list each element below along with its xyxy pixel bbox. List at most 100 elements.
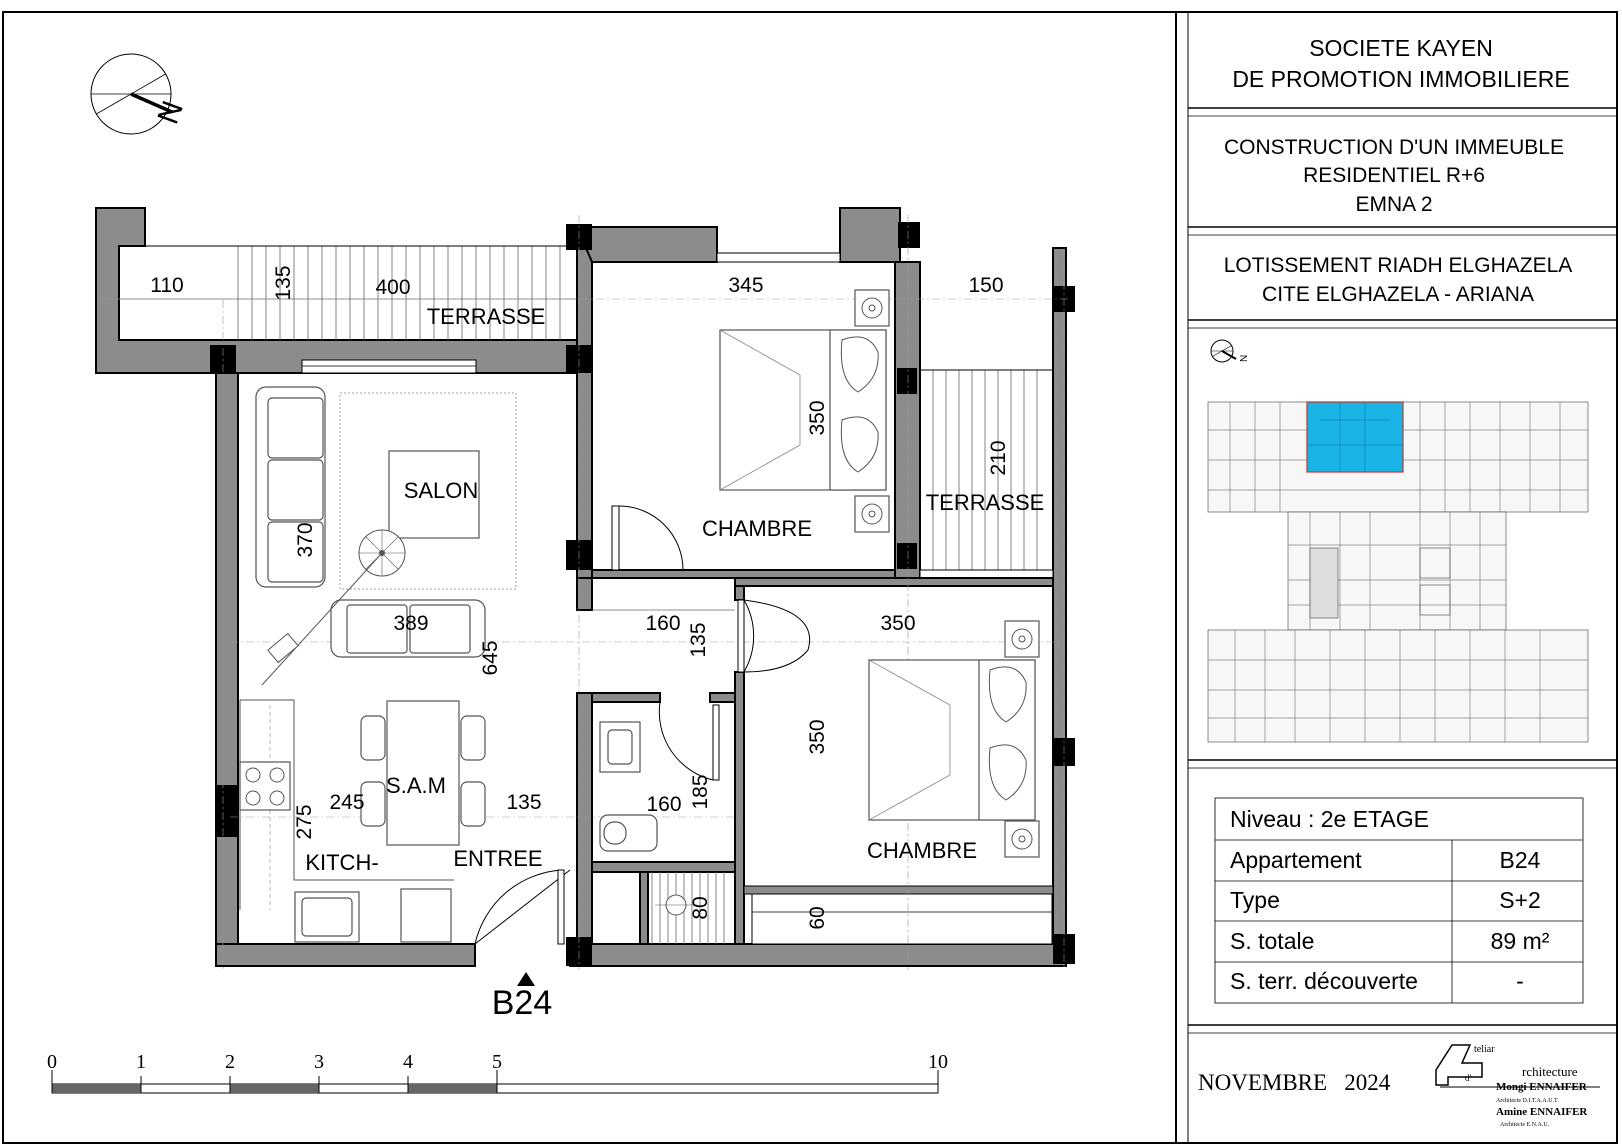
project-line-3: EMNA 2 bbox=[1355, 193, 1432, 216]
architect-name-2: Amine ENNAIFER bbox=[1496, 1106, 1588, 1118]
wall bbox=[734, 577, 1054, 587]
info-row-label: Appartement bbox=[1230, 847, 1362, 873]
floor-lamp-icon bbox=[261, 529, 406, 686]
wall bbox=[569, 943, 1067, 967]
project-line-1: CONSTRUCTION D'UN IMMEUBLE bbox=[1224, 136, 1564, 159]
architect-title-1: Architecte D.I.T.A.A.U.T. bbox=[1496, 1098, 1559, 1104]
bed-chambre-2 bbox=[868, 620, 1040, 858]
project-line-2: RESIDENTIEL R+6 bbox=[1303, 164, 1485, 187]
svg-text:185: 185 bbox=[689, 774, 712, 809]
armchair bbox=[330, 599, 486, 658]
room-label: S.A.M bbox=[386, 773, 446, 798]
room-label: ENTREE bbox=[453, 846, 542, 871]
svg-text:150: 150 bbox=[968, 274, 1003, 297]
room-label: CHAMBRE bbox=[867, 838, 977, 863]
wall bbox=[591, 861, 736, 873]
svg-text:160: 160 bbox=[646, 793, 681, 816]
door-chambre-1[interactable] bbox=[611, 505, 684, 571]
svg-text:d': d' bbox=[1465, 1073, 1472, 1083]
scale-label: 5 bbox=[492, 1051, 502, 1073]
wall bbox=[709, 692, 736, 703]
info-row-label: S. terr. découverte bbox=[1230, 968, 1418, 994]
coffee-table bbox=[388, 450, 480, 539]
svg-text:80: 80 bbox=[689, 896, 712, 919]
location-line-1: LOTISSEMENT RIADH ELGHAZELA bbox=[1224, 254, 1573, 277]
room-label: TERRASSE bbox=[427, 304, 546, 329]
key-plan-thumbnail bbox=[1207, 401, 1589, 743]
svg-text:350: 350 bbox=[880, 612, 915, 635]
svg-text:389: 389 bbox=[393, 612, 428, 635]
info-row-value: B24 bbox=[1500, 847, 1541, 873]
wall bbox=[639, 871, 649, 945]
apartment-tag: B24 bbox=[492, 984, 553, 1022]
info-row-value: S+2 bbox=[1499, 887, 1541, 913]
title-block: SOCIETE KAYEN DE PROMOTION IMMOBILIERE C… bbox=[1188, 35, 1617, 1128]
room-label: CHAMBRE bbox=[702, 516, 812, 541]
sofa bbox=[255, 386, 326, 588]
svg-text:210: 210 bbox=[987, 440, 1010, 475]
svg-text:275: 275 bbox=[293, 804, 316, 839]
north-arrow-icon: N bbox=[90, 53, 190, 135]
entrance-door[interactable] bbox=[474, 869, 571, 945]
drawing-date: NOVEMBRE 2024 bbox=[1198, 1070, 1391, 1095]
scale-label: 3 bbox=[314, 1051, 324, 1073]
location-line-2: CITE ELGHAZELA - ARIANA bbox=[1262, 283, 1534, 306]
room-label: TERRASSE bbox=[926, 490, 1045, 515]
wall bbox=[591, 692, 661, 703]
key-plan-highlight bbox=[1306, 401, 1404, 473]
dimensions: 110 135 400 345 150 350 210 370 389 645 … bbox=[150, 265, 1010, 929]
sheet-border bbox=[2, 11, 1618, 1144]
scale-label: 2 bbox=[225, 1051, 235, 1073]
svg-text:350: 350 bbox=[806, 400, 829, 435]
company-line-1: SOCIETE KAYEN bbox=[1309, 35, 1493, 61]
wall bbox=[734, 671, 745, 945]
wall bbox=[839, 207, 901, 263]
wall bbox=[215, 372, 239, 945]
room-label: SALON bbox=[404, 478, 479, 503]
room-label: KITCH- bbox=[305, 850, 378, 875]
svg-text:135: 135 bbox=[272, 265, 295, 300]
info-row-value: 89 m² bbox=[1491, 928, 1550, 954]
scale-label: 10 bbox=[928, 1051, 948, 1073]
scale-label: 1 bbox=[136, 1051, 146, 1073]
svg-text:245: 245 bbox=[329, 791, 364, 814]
info-row-value: - bbox=[1516, 968, 1524, 994]
kitchen-counter bbox=[239, 699, 454, 943]
svg-text:645: 645 bbox=[479, 640, 502, 675]
bathroom-fixtures bbox=[599, 721, 697, 916]
rug bbox=[339, 392, 517, 590]
scale-bar: 0 1 2 3 4 5 10 bbox=[47, 1051, 948, 1094]
info-row-label: Niveau : 2e ETAGE bbox=[1230, 806, 1429, 832]
svg-text:135: 135 bbox=[687, 622, 710, 657]
wall bbox=[894, 261, 921, 579]
entrance-marker-icon bbox=[517, 972, 535, 986]
svg-text:160: 160 bbox=[645, 612, 680, 635]
company-line-2: DE PROMOTION IMMOBILIERE bbox=[1232, 66, 1569, 92]
wall bbox=[95, 207, 578, 374]
apartment-info-table: Niveau : 2e ETAGE Appartement B24 Type S… bbox=[1214, 797, 1584, 1004]
wall bbox=[215, 943, 476, 967]
svg-text:350: 350 bbox=[806, 719, 829, 754]
svg-text:60: 60 bbox=[806, 906, 829, 929]
scale-label: 4 bbox=[403, 1051, 413, 1073]
svg-text:110: 110 bbox=[150, 274, 183, 297]
wall bbox=[734, 585, 745, 601]
floor-plan: TERRASSE SALON CHAMBRE TERRASSE S.A.M KI… bbox=[95, 207, 1075, 1022]
architect-title-2: Architecte E.N.A.U. bbox=[1500, 1122, 1550, 1128]
svg-text:345: 345 bbox=[728, 274, 763, 297]
door-chambre-2[interactable] bbox=[737, 599, 810, 673]
wall bbox=[591, 569, 896, 579]
svg-text:370: 370 bbox=[294, 522, 317, 557]
info-row-label: S. totale bbox=[1230, 928, 1314, 954]
wall bbox=[575, 226, 718, 263]
architect-stamp: teliar rchitecture d' Mongi ENNAIFER Arc… bbox=[1435, 1044, 1600, 1128]
svg-text:N: N bbox=[1239, 355, 1250, 362]
bed-chambre-1 bbox=[719, 289, 890, 533]
small-north-arrow-icon: N bbox=[1210, 339, 1250, 363]
door-bathroom[interactable] bbox=[658, 701, 720, 781]
svg-text:400: 400 bbox=[375, 276, 410, 299]
dining-table bbox=[360, 700, 486, 846]
info-row-label: Type bbox=[1230, 887, 1280, 913]
architect-name-1: Mongi ENNAIFER bbox=[1496, 1081, 1588, 1093]
